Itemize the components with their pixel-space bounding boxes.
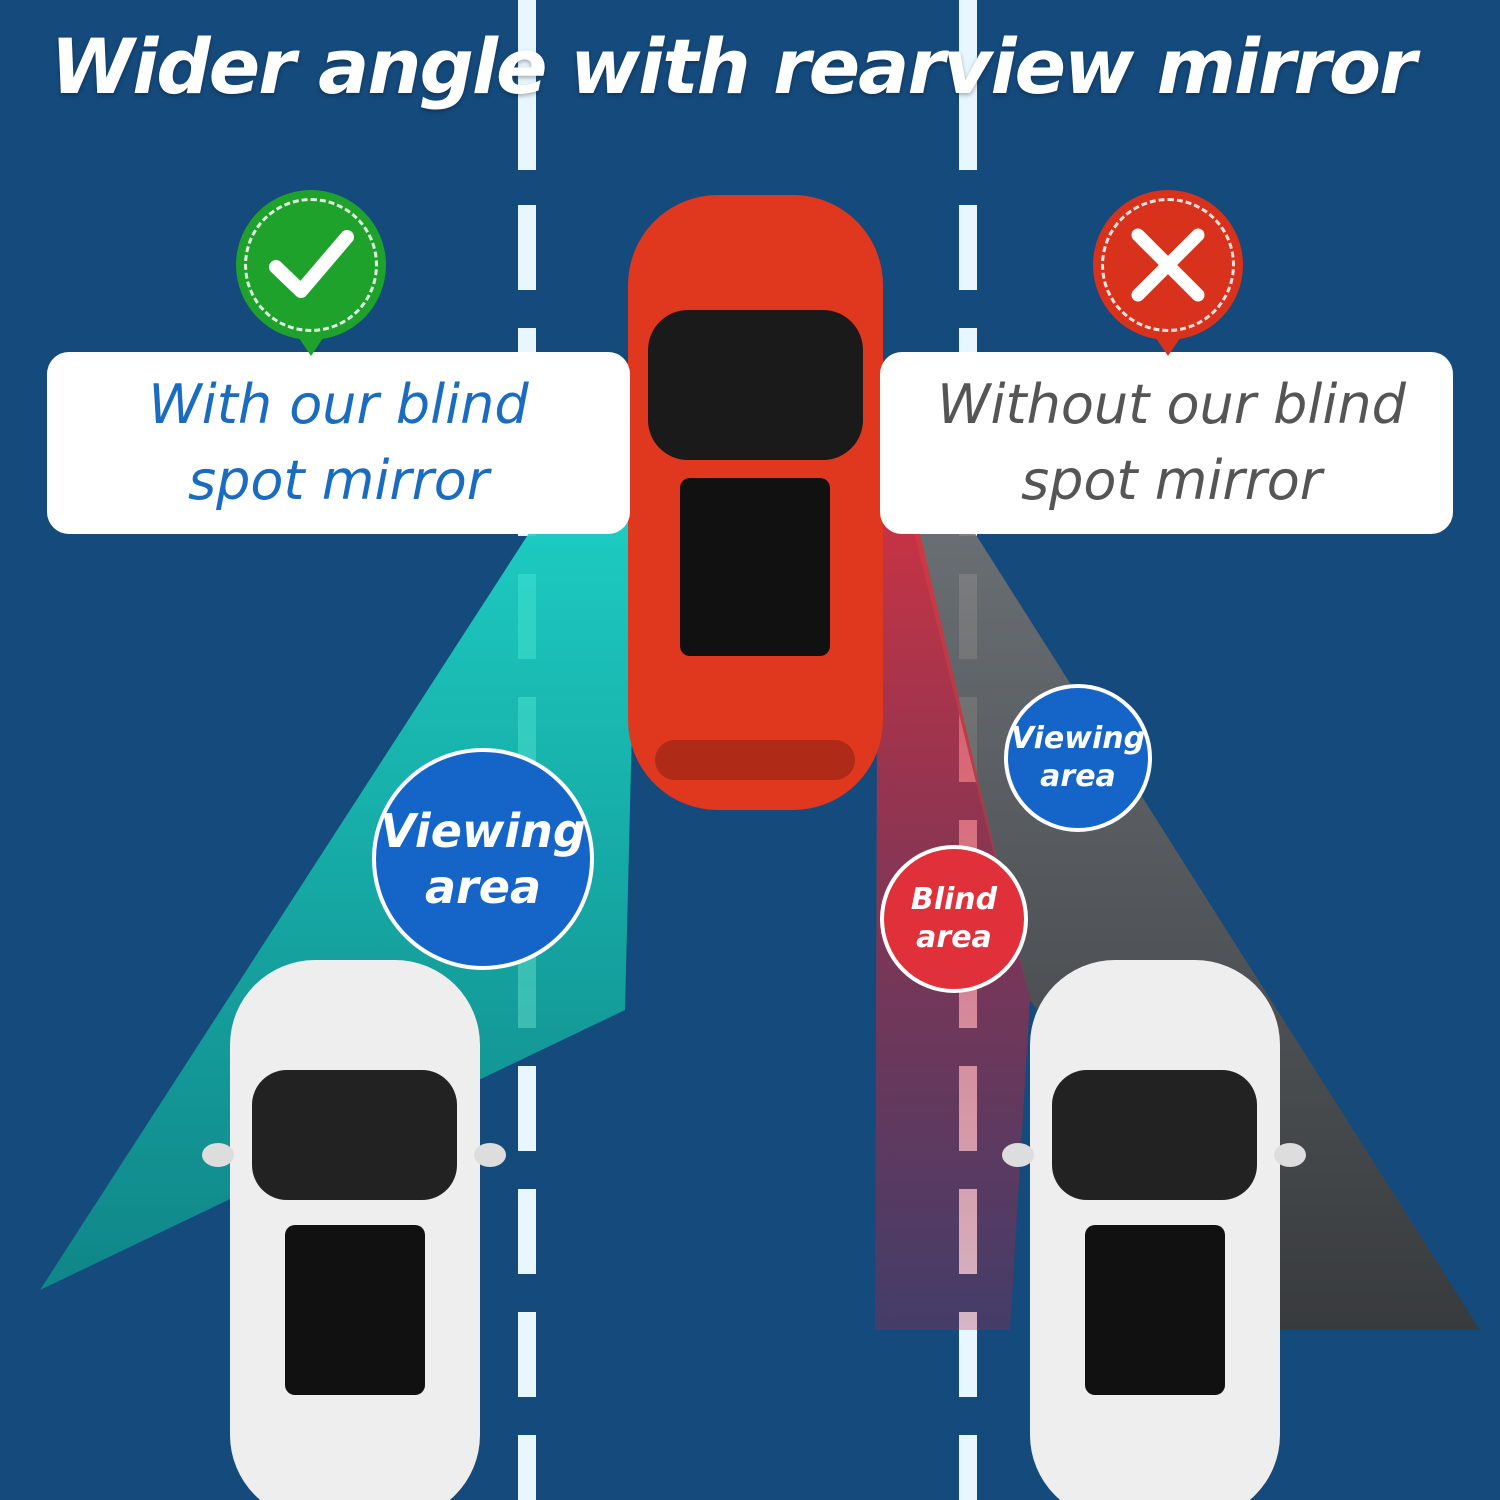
white-car-right <box>1002 960 1306 1500</box>
label-line2: area <box>425 860 541 914</box>
red-car <box>596 195 913 810</box>
checkmark-icon <box>236 190 386 356</box>
without-mirror-line1: Without our blind <box>937 373 1406 436</box>
x-mark-icon <box>1093 190 1243 356</box>
viewing-cone-teal <box>40 400 640 1290</box>
right-viewing-area-label: Viewing area <box>1004 684 1152 832</box>
label-line1: Viewing <box>1010 721 1146 756</box>
without-mirror-panel: Without our blind spot mirror <box>880 352 1453 534</box>
with-mirror-line1: With our blind <box>148 373 529 436</box>
label-line2: area <box>1040 759 1116 794</box>
viewing-cone-gray <box>885 415 1480 1330</box>
with-mirror-line2: spot mirror <box>187 449 490 512</box>
label-line1: Blind <box>910 882 998 917</box>
label-line1: Viewing <box>380 804 586 858</box>
left-viewing-area-label: Viewing area <box>372 748 594 970</box>
headline: Wider angle with rearview mirror <box>50 22 1416 111</box>
blind-area-label: Blind area <box>880 845 1028 993</box>
white-car-left <box>202 960 506 1500</box>
without-mirror-line2: spot mirror <box>1020 449 1323 512</box>
with-mirror-panel: With our blind spot mirror <box>47 352 630 534</box>
label-line2: area <box>916 920 992 955</box>
